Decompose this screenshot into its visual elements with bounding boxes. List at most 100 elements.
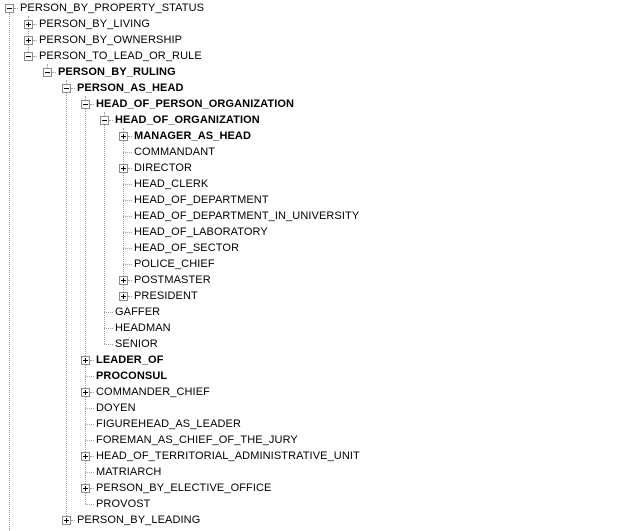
tree-node-label[interactable]: POLICE_CHIEF [134,258,215,270]
tree-node-label[interactable]: DOYEN [96,402,136,414]
tree-node-label[interactable]: PERSON_BY_LEADING [77,514,201,526]
tree-node-label[interactable]: MANAGER_AS_HEAD [134,130,252,142]
collapse-toggle-icon[interactable] [24,52,33,61]
collapse-toggle-icon[interactable] [100,116,109,125]
tree-node-label[interactable]: PROVOST [96,498,151,510]
tree-node-label[interactable]: GAFFER [115,306,161,318]
tree-row-head-of-sector[interactable] [0,240,632,256]
tree-connector [71,520,75,521]
tree-row-head-clerk[interactable] [0,176,632,192]
tree-row-head-of-laboratory[interactable] [0,224,632,240]
tree-connector [85,472,94,473]
tree-node-label[interactable]: HEAD_OF_PERSON_ORGANIZATION [96,98,295,110]
plus-icon [123,278,124,283]
plus-icon [28,38,29,43]
tree-row-head-of-organization[interactable] [0,112,632,128]
tree-connector [104,312,113,313]
tree-connector [109,120,113,121]
expand-toggle-icon[interactable] [119,132,128,141]
tree-connector [90,360,94,361]
tree-row-director[interactable] [0,160,632,176]
tree-row-commandant[interactable] [0,144,632,160]
expand-toggle-icon[interactable] [81,452,90,461]
tree-node-label[interactable]: PERSON_BY_ELECTIVE_OFFICE [96,482,272,494]
expand-toggle-icon[interactable] [81,388,90,397]
tree-node-label[interactable]: HEAD_OF_DEPARTMENT [134,194,269,206]
expand-toggle-icon[interactable] [119,292,128,301]
tree-node-label[interactable]: HEAD_OF_SECTOR [134,242,240,254]
tree-row-postmaster[interactable] [0,272,632,288]
minus-icon [102,120,107,121]
expand-toggle-icon[interactable] [81,356,90,365]
plus-icon [85,358,86,363]
expand-toggle-icon[interactable] [119,164,128,173]
tree-node-label[interactable]: PRESIDENT [134,290,198,302]
tree-connector [123,264,132,265]
tree-connector [33,56,37,57]
tree-connector [123,232,132,233]
plus-icon [28,22,29,27]
tree-connector [90,392,94,393]
tree-node-label[interactable]: HEAD_OF_TERRITORIAL_ADMINISTRATIVE_UNIT [96,450,360,462]
collapse-toggle-icon[interactable] [43,68,52,77]
tree-node-label[interactable]: PROCONSUL [96,370,168,382]
collapse-toggle-icon[interactable] [5,4,14,13]
tree-node-label[interactable]: MATRIARCH [96,466,162,478]
tree-connector [33,24,37,25]
tree-row-senior[interactable] [0,336,632,352]
tree-node-label[interactable]: DIRECTOR [134,162,193,174]
tree-connector [90,456,94,457]
tree-row-police-chief[interactable] [0,256,632,272]
tree-connector [90,104,94,105]
tree-connector [90,488,94,489]
expand-toggle-icon[interactable] [24,36,33,45]
tree-node-label[interactable]: FOREMAN_AS_CHIEF_OF_THE_JURY [96,434,298,446]
collapse-toggle-icon[interactable] [62,84,71,93]
tree-connector [104,328,113,329]
tree-connector [104,344,113,345]
tree-node-label[interactable]: HEAD_OF_DEPARTMENT_IN_UNIVERSITY [134,210,360,222]
tree-connector [123,184,132,185]
expand-toggle-icon[interactable] [62,516,71,525]
plus-icon [123,134,124,139]
expand-toggle-icon[interactable] [24,20,33,29]
tree-connector [128,296,132,297]
tree-node-label[interactable]: PERSON_BY_LIVING [39,18,151,30]
tree-guide-line [123,128,124,296]
tree-guide-line [85,96,86,504]
minus-icon [26,56,31,57]
tree-row-headman[interactable] [0,320,632,336]
tree-node-label[interactable]: HEAD_OF_ORGANIZATION [115,114,260,126]
minus-icon [83,104,88,105]
plus-icon [85,454,86,459]
tree-node-label[interactable]: COMMANDANT [134,146,216,158]
tree-node-label[interactable]: PERSON_TO_LEAD_OR_RULE [39,50,202,62]
plus-icon [85,486,86,491]
tree-row-head-of-department[interactable] [0,192,632,208]
tree-node-label[interactable]: SENIOR [115,338,158,350]
tree-node-label[interactable]: HEADMAN [115,322,171,334]
collapse-toggle-icon[interactable] [81,100,90,109]
tree-connector [33,40,37,41]
minus-icon [45,72,50,73]
tree-connector [71,88,75,89]
tree-node-label[interactable]: PERSON_AS_HEAD [77,82,184,94]
tree-connector [123,216,132,217]
tree-row-manager-as-head[interactable] [0,128,632,144]
tree-node-label[interactable]: HEAD_CLERK [134,178,209,190]
tree-connector [123,248,132,249]
tree-node-label[interactable]: LEADER_OF [96,354,164,366]
tree-node-label[interactable]: HEAD_OF_LABORATORY [134,226,268,238]
tree-node-label[interactable]: PERSON_BY_RULING [58,66,176,78]
expand-toggle-icon[interactable] [81,484,90,493]
expand-toggle-icon[interactable] [119,276,128,285]
tree-node-label[interactable]: PERSON_BY_OWNERSHIP [39,34,183,46]
tree-row-gaffer[interactable] [0,304,632,320]
tree-connector [85,424,94,425]
tree-node-label[interactable]: POSTMASTER [134,274,211,286]
tree-node-label[interactable]: COMMANDER_CHIEF [96,386,210,398]
tree-node-label[interactable]: FIGUREHEAD_AS_LEADER [96,418,242,430]
tree-node-label[interactable]: PERSON_BY_PROPERTY_STATUS [20,2,205,14]
tree-row-president[interactable] [0,288,632,304]
